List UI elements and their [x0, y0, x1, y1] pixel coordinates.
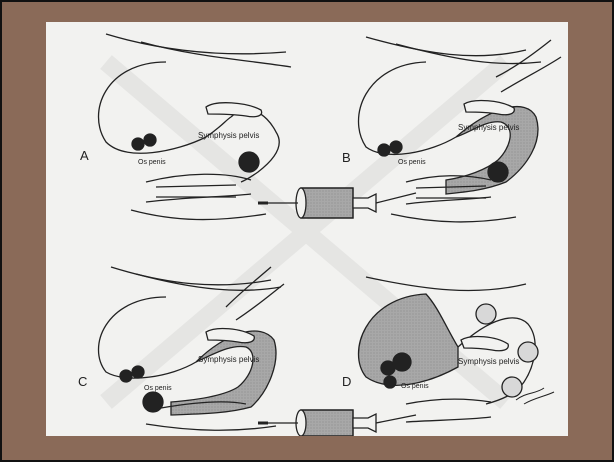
os-penis-label: Os penis: [398, 159, 426, 166]
os-penis-label: Os penis: [401, 383, 429, 390]
os-penis-label: Os penis: [138, 159, 166, 166]
urolith: [132, 138, 144, 150]
urolith: [239, 152, 259, 172]
urolith: [143, 392, 163, 412]
symphysis-pelvis-label: Symphysis pelvis: [458, 123, 519, 132]
urethral-dilation: [518, 342, 538, 362]
urolith: [390, 141, 402, 153]
symphysis-pelvis-label: Symphysis pelvis: [458, 357, 519, 366]
symphysis-pelvis-bone: [206, 329, 254, 343]
symphysis-pelvis-label: Symphysis pelvis: [198, 355, 259, 364]
urohydropropulsion-diagram: A Symphysis pelvis Os penis: [46, 22, 568, 436]
symphysis-pelvis-bone: [464, 101, 514, 115]
urolith: [132, 366, 144, 378]
urethral-dilation: [502, 377, 522, 397]
urolith: [384, 376, 396, 388]
urethral-dilation: [476, 304, 496, 324]
symphysis-pelvis-bone: [206, 103, 262, 117]
panel-letter-c: C: [78, 374, 87, 389]
urolith: [488, 162, 508, 182]
os-penis-label: Os penis: [144, 385, 172, 392]
urethra-filled: [446, 107, 538, 194]
panel-c: [99, 267, 285, 430]
bladder-filled: [359, 294, 459, 385]
panel-letter-a: A: [80, 148, 89, 163]
symphysis-pelvis-label: Symphysis pelvis: [198, 131, 259, 140]
urolith: [120, 370, 132, 382]
symphysis-pelvis-bone: [461, 337, 508, 351]
urolith: [393, 353, 411, 371]
urolith: [144, 134, 156, 146]
urolith: [378, 144, 390, 156]
panel-letter-b: B: [342, 150, 351, 165]
panel-letter-d: D: [342, 374, 351, 389]
figure-canvas: A Symphysis pelvis Os penis: [46, 22, 568, 436]
syringe: [258, 410, 416, 436]
